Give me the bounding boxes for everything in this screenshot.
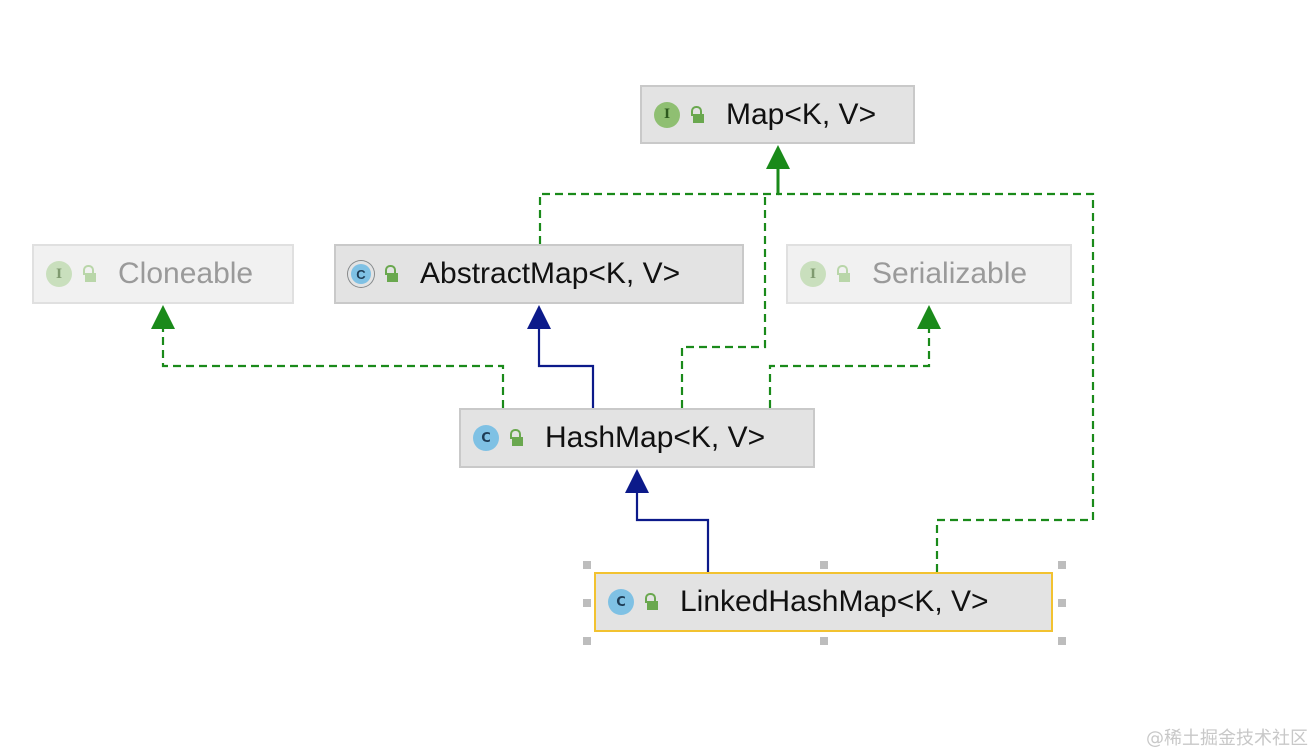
node-label: Map<K, V> <box>726 97 877 131</box>
edge-hashmap-extends-abstractmap <box>537 328 595 408</box>
class-icon: C <box>608 589 634 615</box>
edge-hashmap-implements-serializable <box>768 328 931 408</box>
node-label: Cloneable <box>118 257 254 290</box>
edge-hashmap-implements-map <box>680 194 767 408</box>
node-label: HashMap<K, V> <box>545 421 766 454</box>
resize-handle-left[interactable] <box>583 599 591 607</box>
interface-icon: I <box>46 261 72 287</box>
edge-linkedhashmap-extends-hashmap <box>635 492 710 572</box>
node-map[interactable]: I Map<K, V> <box>640 85 915 144</box>
arrowhead-serializable <box>917 305 941 329</box>
arrowhead-cloneable <box>151 305 175 329</box>
node-serializable[interactable]: I Serializable <box>786 244 1072 304</box>
resize-handle-bottom[interactable] <box>820 637 828 645</box>
arrowhead-map <box>766 145 790 169</box>
interface-icon: I <box>800 261 826 287</box>
arrowhead-hashmap <box>625 469 649 493</box>
unlock-icon <box>82 265 96 283</box>
interface-icon: I <box>654 101 680 128</box>
unlock-icon <box>384 265 398 283</box>
node-linked-hash-map[interactable]: C LinkedHashMap<K, V> <box>594 572 1053 632</box>
node-label: AbstractMap<K, V> <box>420 257 681 290</box>
unlock-icon <box>690 105 704 124</box>
resize-handle-right[interactable] <box>1058 599 1066 607</box>
edge-abstractmap-implements-map <box>538 168 780 244</box>
resize-handle-bottom-right[interactable] <box>1058 637 1066 645</box>
resize-handle-top-left[interactable] <box>583 561 591 569</box>
resize-handle-top-right[interactable] <box>1058 561 1066 569</box>
resize-handle-bottom-left[interactable] <box>583 637 591 645</box>
node-label: Serializable <box>872 257 1028 290</box>
edge-linkedhashmap-implements-map <box>778 192 1095 572</box>
edge-hashmap-implements-cloneable <box>161 328 505 408</box>
node-cloneable[interactable]: I Cloneable <box>32 244 294 304</box>
resize-handle-top[interactable] <box>820 561 828 569</box>
class-icon: C <box>473 425 499 451</box>
abstract-class-icon: C <box>348 261 374 287</box>
unlock-icon <box>644 593 658 611</box>
node-abstract-map[interactable]: C AbstractMap<K, V> <box>334 244 744 304</box>
unlock-icon <box>509 429 523 447</box>
watermark: @稀土掘金技术社区 <box>1146 728 1308 749</box>
unlock-icon <box>836 265 850 283</box>
node-label: LinkedHashMap<K, V> <box>680 585 989 618</box>
node-hash-map[interactable]: C HashMap<K, V> <box>459 408 815 468</box>
arrowhead-abstractmap <box>527 305 551 329</box>
